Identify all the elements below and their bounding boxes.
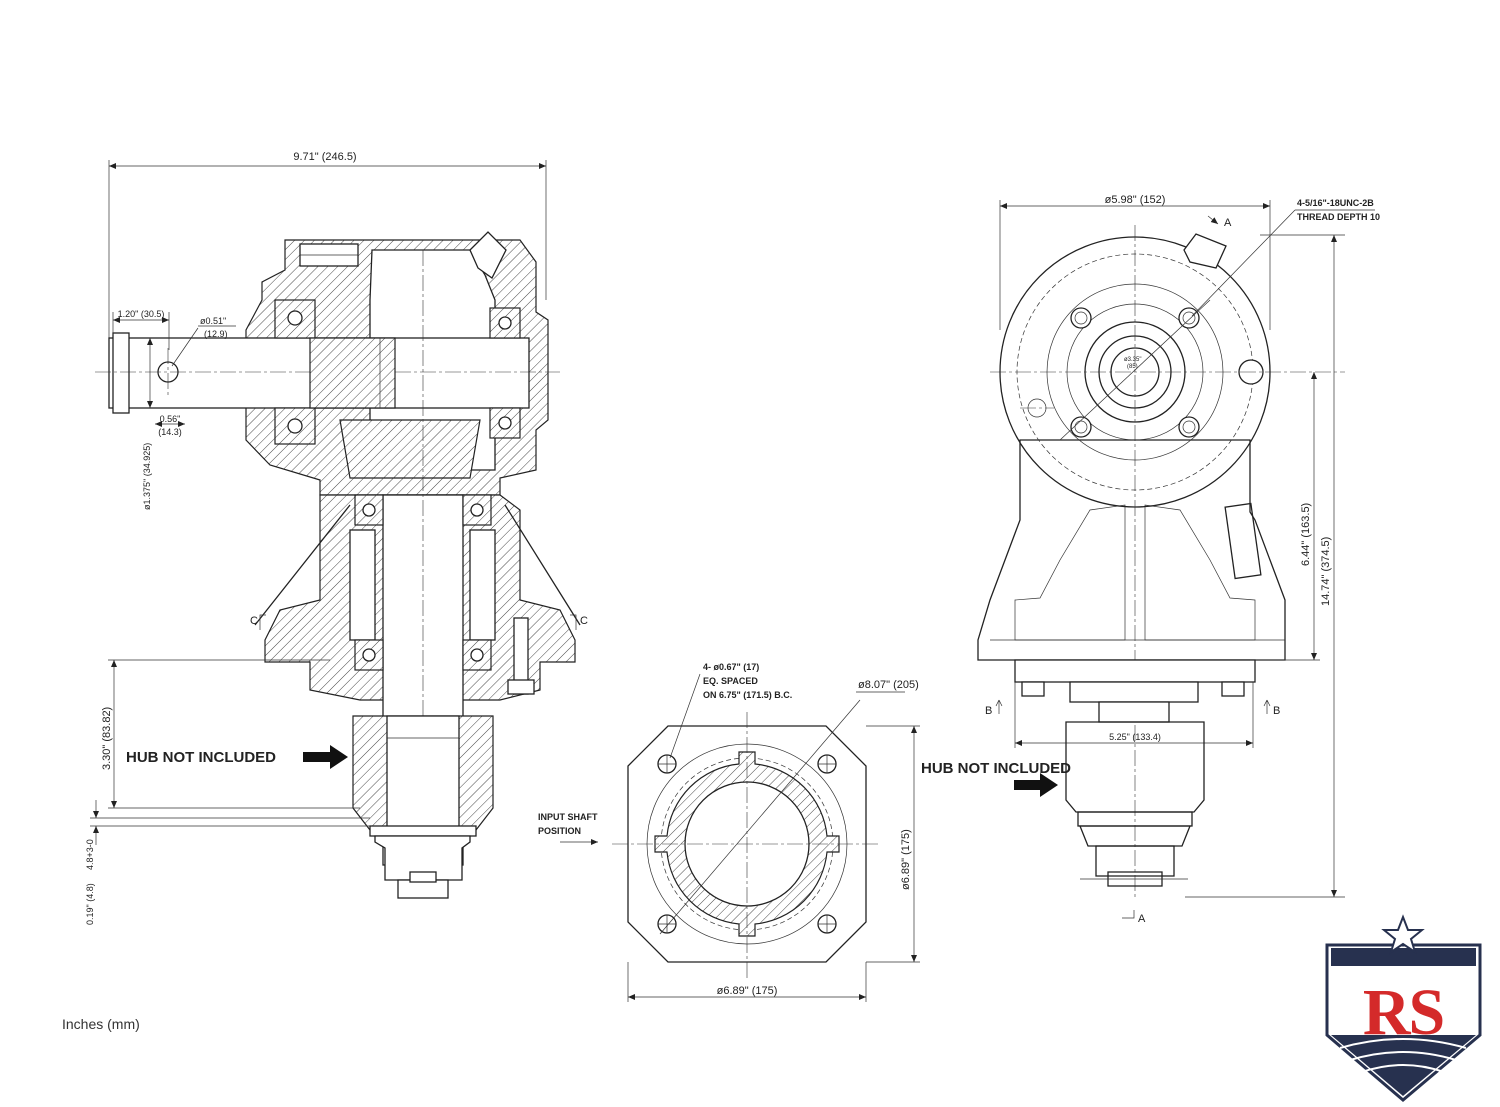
thread-line1: 4-5/16"-18UNC-2B	[1297, 198, 1374, 208]
center-height-label: 6.44" (163.5)	[1300, 503, 1312, 566]
base-width-label: 5.25" (133.4)	[1109, 732, 1161, 742]
input-shaft-dia-label: ø1.375" (34.925)	[142, 443, 152, 510]
bolt-holes-label: 4- ø0.67" (17)	[703, 662, 759, 672]
pin-offset-label: 0.56"	[160, 414, 181, 424]
section-mark-c-left: C	[250, 615, 258, 627]
flange-bottom-view: 4- ø0.67" (17) EQ. SPACED ON 6.75" (171.…	[538, 662, 920, 1002]
pin-hole-dia-mm-label: (12.9)	[204, 329, 228, 339]
units-note: Inches (mm)	[62, 1016, 140, 1032]
front-body	[977, 439, 1286, 661]
overall-height-label: 14.74" (374.5)	[1320, 537, 1332, 606]
flange-width-label: ø6.89" (175)	[717, 985, 778, 997]
section-b-right: B	[1273, 705, 1280, 717]
thread-line2: THREAD DEPTH 10	[1297, 212, 1380, 222]
section-b-left: B	[985, 705, 992, 717]
arrow-right-icon	[1014, 773, 1058, 797]
rs-logo: RS	[1325, 914, 1482, 1102]
section-mark-c-right: C	[580, 615, 588, 627]
side-section-view: 9.71" (246.5) 1.20" (30.5) ø0.51" (12.9)…	[85, 151, 588, 925]
flange-dia-label: ø5.98" (152)	[1105, 194, 1166, 206]
hub-not-included-left: HUB NOT INCLUDED	[126, 749, 276, 766]
section-a-top: A	[1224, 217, 1232, 229]
spacing-line1: EQ. SPACED	[703, 676, 758, 686]
hub-depth-label: 3.30" (83.82)	[101, 707, 113, 770]
flange-height-label: ø6.89" (175)	[900, 829, 912, 890]
bore-dia-label: ø3.35"	[1124, 357, 1141, 363]
arrow-right-icon	[303, 745, 348, 769]
flange-outline	[627, 725, 867, 963]
circle-dia-label: ø8.07" (205)	[858, 679, 919, 691]
section-a-bottom: A	[1138, 913, 1146, 925]
base-plate	[1014, 659, 1256, 683]
pin-offset-mm-label: (14.3)	[158, 427, 182, 437]
spacing-line2: ON 6.75" (171.5) B.C.	[703, 690, 792, 700]
nameplate	[1224, 502, 1262, 580]
overall-length-label: 9.71" (246.5)	[293, 151, 356, 163]
hub-not-included-right: HUB NOT INCLUDED	[921, 760, 1071, 777]
front-view: ø5.98" (152) ø3.35" (85) 4-5/16"-18	[921, 194, 1380, 925]
star-icon	[1381, 914, 1425, 955]
tolerance-label: 4.8+3-0	[85, 839, 95, 870]
input-shaft-line1: INPUT SHAFT	[538, 812, 598, 822]
front-hub	[1065, 721, 1205, 813]
input-shaft-line2: POSITION	[538, 826, 581, 836]
bore-dia-mm-label: (85)	[1127, 364, 1138, 370]
shaft-end-length-label: 1.20" (30.5)	[118, 309, 165, 319]
pin-hole-dia-label: ø0.51"	[200, 316, 226, 326]
bottom-gap-label: 0.19" (4.8)	[85, 883, 95, 925]
bevel-gear	[309, 337, 396, 409]
logo-text: RS	[1363, 976, 1443, 1049]
